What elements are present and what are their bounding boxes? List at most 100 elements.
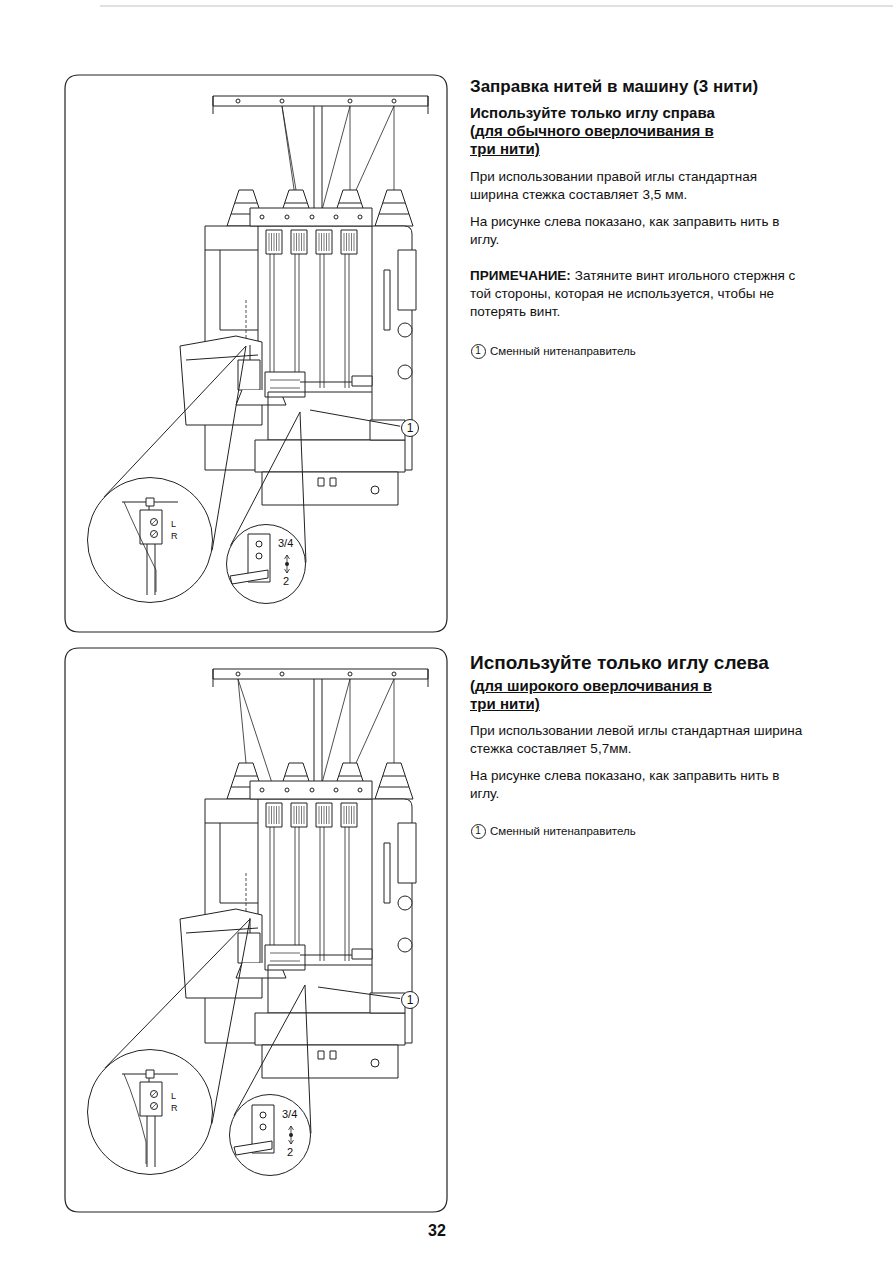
front-panel xyxy=(258,226,372,392)
callout-number: 1 xyxy=(475,346,481,356)
thread-guide-bar xyxy=(352,949,372,959)
side-slot xyxy=(384,843,390,903)
tension-dial xyxy=(316,230,332,254)
thread-path xyxy=(295,827,299,961)
base xyxy=(262,1045,398,1078)
left-cover xyxy=(205,250,258,330)
thread-stand xyxy=(213,96,428,114)
zoom-line xyxy=(300,412,306,562)
thread-guide xyxy=(146,498,154,506)
body-text: При использовании правой иглы стандартна… xyxy=(470,168,805,204)
thread-guide xyxy=(392,99,396,103)
clamp-screw xyxy=(151,531,158,538)
part-marking: R xyxy=(170,532,179,542)
clamp-screw xyxy=(152,1092,156,1096)
body-text: При использовании левой иглы стандартная… xyxy=(470,722,805,758)
front-panel xyxy=(258,799,372,965)
looper-part xyxy=(265,372,305,397)
magnified-view: 3/42 xyxy=(226,524,306,604)
base-detail xyxy=(318,478,336,486)
control-knob xyxy=(398,896,412,910)
thread-line xyxy=(350,106,351,190)
thread-guide xyxy=(334,215,338,219)
side-slot xyxy=(384,270,390,330)
page-title: Заправка нитей в машину (3 нити) xyxy=(470,76,885,98)
section-heading: Используйте только иглу слева xyxy=(470,652,885,674)
callout-text: Сменный нитенаправитель xyxy=(490,824,790,838)
control-knob xyxy=(398,323,412,337)
thread-line xyxy=(394,106,395,190)
thread-guide xyxy=(146,1070,154,1078)
tension-dial xyxy=(344,806,354,824)
part-marking: 3/4 xyxy=(281,1108,298,1120)
thread-guide xyxy=(310,788,314,792)
callout-number: 1 xyxy=(471,344,486,359)
part-marking: L xyxy=(170,520,177,530)
thread-guide xyxy=(348,99,352,103)
tension-dial xyxy=(291,230,307,254)
zoom-line xyxy=(234,985,305,1115)
body-text: На рисунке слева показано, как заправить… xyxy=(470,767,805,803)
needle-detail xyxy=(122,498,178,595)
top-plate xyxy=(250,781,372,799)
tension-dial xyxy=(266,803,282,827)
panel-frame xyxy=(65,648,447,1212)
top-plate xyxy=(250,208,372,226)
guide-bar xyxy=(234,1141,272,1155)
page-rule xyxy=(100,6,893,7)
leader-line xyxy=(310,410,400,426)
overlock-machine xyxy=(180,96,428,505)
thread-guide-bar xyxy=(352,376,372,386)
zoom-line xyxy=(231,412,300,546)
needle xyxy=(147,544,155,595)
front-cover xyxy=(255,1013,405,1045)
thread-cone xyxy=(375,190,413,226)
section-subheading: (для широкого оверлочивания в три нити) xyxy=(470,677,728,713)
thread-guide xyxy=(285,788,289,792)
looper-part xyxy=(270,953,300,961)
base-detail xyxy=(318,1051,336,1059)
callout-text: Сменный нитенаправитель xyxy=(490,344,790,358)
plate-screw xyxy=(256,541,262,547)
thread-guide xyxy=(280,99,284,103)
tension-dial xyxy=(269,233,279,251)
move-arrow xyxy=(289,1126,294,1130)
thread-guide xyxy=(280,672,284,676)
thread-stand xyxy=(213,96,428,106)
clamp-screw xyxy=(151,1103,158,1110)
thread-path xyxy=(270,254,274,388)
thread-path xyxy=(345,254,349,388)
thread-path xyxy=(320,827,324,961)
callout-number: 1 xyxy=(407,422,414,434)
tension-dial xyxy=(291,803,307,827)
tension-dial xyxy=(266,230,282,254)
thread-path xyxy=(270,827,274,961)
callout-number: 1 xyxy=(401,419,419,437)
thread-cone xyxy=(379,776,409,787)
thread-cone xyxy=(375,763,413,799)
looper-part xyxy=(270,380,300,388)
part-marking: R xyxy=(170,1104,179,1114)
needle-detail xyxy=(122,1070,178,1167)
thread-guide xyxy=(236,672,240,676)
thread-guide xyxy=(236,99,240,103)
thread-stand xyxy=(213,669,428,679)
side-part xyxy=(370,420,405,440)
tension-dial xyxy=(319,233,329,251)
stand-rod xyxy=(314,679,322,783)
thread-path xyxy=(320,254,324,388)
magnified-view: LR xyxy=(87,477,213,603)
free-arm xyxy=(186,355,258,360)
thread-line xyxy=(124,1074,146,1164)
looper-part xyxy=(265,945,305,970)
clamp-screw xyxy=(151,519,158,526)
clamp-screw xyxy=(152,1104,156,1108)
leader-line xyxy=(318,987,400,999)
section-heading: Используйте только иглу справа xyxy=(470,104,885,122)
thread-guide xyxy=(358,215,362,219)
zoom-line xyxy=(212,919,250,1124)
body-text: На рисунке слева показано, как заправить… xyxy=(470,213,805,249)
thread-path xyxy=(345,827,349,961)
control-knob xyxy=(398,938,412,952)
thread-guide xyxy=(358,788,362,792)
